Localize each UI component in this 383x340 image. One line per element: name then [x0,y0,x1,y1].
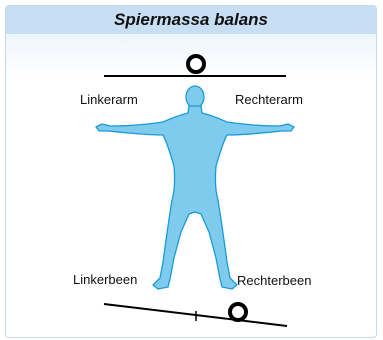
left-leg-label: Linkerbeen [73,272,137,287]
left-arm-label: Linkerarm [80,92,138,107]
leg-balance-marker-icon [230,304,246,320]
right-leg-label: Rechterbeen [237,273,311,288]
human-body-icon [96,86,294,289]
right-arm-label: Rechterarm [235,92,303,107]
arm-balance-marker-icon [188,56,204,72]
